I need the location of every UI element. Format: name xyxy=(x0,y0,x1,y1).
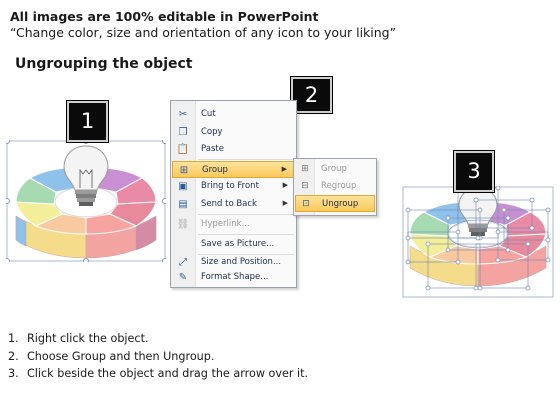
menu-item-paste[interactable]: 📋 Paste xyxy=(176,144,224,155)
submenu-arrow-icon: ▶ xyxy=(281,165,287,173)
page-title: Ungrouping the object xyxy=(15,56,193,72)
header-line-1: All images are 100% editable in PowerPoi… xyxy=(10,9,319,24)
menu-item-copy[interactable]: ❐ Copy xyxy=(172,124,294,141)
menu-separator xyxy=(198,234,294,235)
ungrouped-ring-figure[interactable] xyxy=(402,186,554,298)
group-icon: ⊞ xyxy=(301,164,309,174)
regroup-icon: ⊟ xyxy=(301,181,309,191)
menu-item-bring-to-front[interactable]: ▣ Bring to Front ▶ xyxy=(172,178,294,195)
instruction-step: 2.Choose Group and then Ungroup. xyxy=(8,349,215,363)
ring-side xyxy=(15,215,157,259)
menu-item-size-and-position[interactable]: ⤢ Size and Position... xyxy=(172,254,294,271)
copy-icon: ❐ xyxy=(178,127,188,138)
send-to-back-icon: ▤ xyxy=(178,199,188,210)
step-1-callout: 1 xyxy=(67,101,108,142)
lightbulb-icon xyxy=(458,187,498,236)
bring-to-front-icon: ▣ xyxy=(178,181,188,192)
instruction-step: 1.Right click the object. xyxy=(8,332,149,345)
group-submenu: ⊞ Group ⊟ Regroup ⊡ Ungroup xyxy=(293,158,377,216)
menu-separator xyxy=(198,159,294,160)
ungroup-icon: ⊡ xyxy=(302,199,310,209)
handle-group[interactable] xyxy=(6,140,166,262)
save-picture-icon xyxy=(176,238,190,251)
menu-item-cut[interactable]: ✂ Cut xyxy=(172,106,294,123)
hyperlink-icon: ⛓ xyxy=(176,219,190,230)
step-3-callout: 3 xyxy=(454,151,494,192)
format-shape-icon: ✎ xyxy=(178,272,188,283)
menu-item-send-to-back[interactable]: ▤ Send to Back ▶ xyxy=(172,196,294,213)
menu-separator xyxy=(198,254,294,255)
menu-icon-gutter xyxy=(171,101,196,287)
menu-item-format-shape[interactable]: ✎ Format Shape... xyxy=(172,269,294,286)
size-position-icon: ⤢ xyxy=(179,257,187,268)
step-2-callout: 2 xyxy=(291,77,332,113)
scissors-icon: ✂ xyxy=(178,109,188,120)
menu-item-save-as-picture[interactable]: Save as Picture... xyxy=(172,236,294,253)
menu-item-hyperlink[interactable]: ⛓ Hyperlink... xyxy=(176,219,250,230)
context-menu: ✂ Cut ❐ Copy 📋 Paste ⊞ Group ▶ ▣ Bring t… xyxy=(170,100,297,288)
submenu-arrow-icon: ▶ xyxy=(282,199,288,207)
paste-icon: 📋 xyxy=(176,144,190,155)
handle-group[interactable] xyxy=(405,186,551,291)
grouped-ring-figure[interactable] xyxy=(6,140,166,262)
lightbulb-icon xyxy=(63,145,109,206)
menu-item-group[interactable]: ⊞ Group ▶ xyxy=(172,161,294,178)
instruction-list: 1.Right click the object. 2.Choose Group… xyxy=(8,332,308,385)
header-line-2: “Change color, size and orientation of a… xyxy=(10,25,397,40)
submenu-arrow-icon: ▶ xyxy=(282,181,288,189)
submenu-item-ungroup[interactable]: ⊡ Ungroup xyxy=(295,195,375,212)
instruction-step: 3.Click beside the object and drag the a… xyxy=(8,367,309,380)
group-icon: ⊞ xyxy=(179,165,189,176)
ring-side xyxy=(409,245,547,287)
menu-separator xyxy=(198,214,294,215)
selection-outlines xyxy=(407,187,549,289)
submenu-item-group[interactable]: ⊞ Group xyxy=(295,161,375,178)
submenu-item-regroup[interactable]: ⊟ Regroup xyxy=(295,178,375,195)
ring-top xyxy=(409,201,547,265)
